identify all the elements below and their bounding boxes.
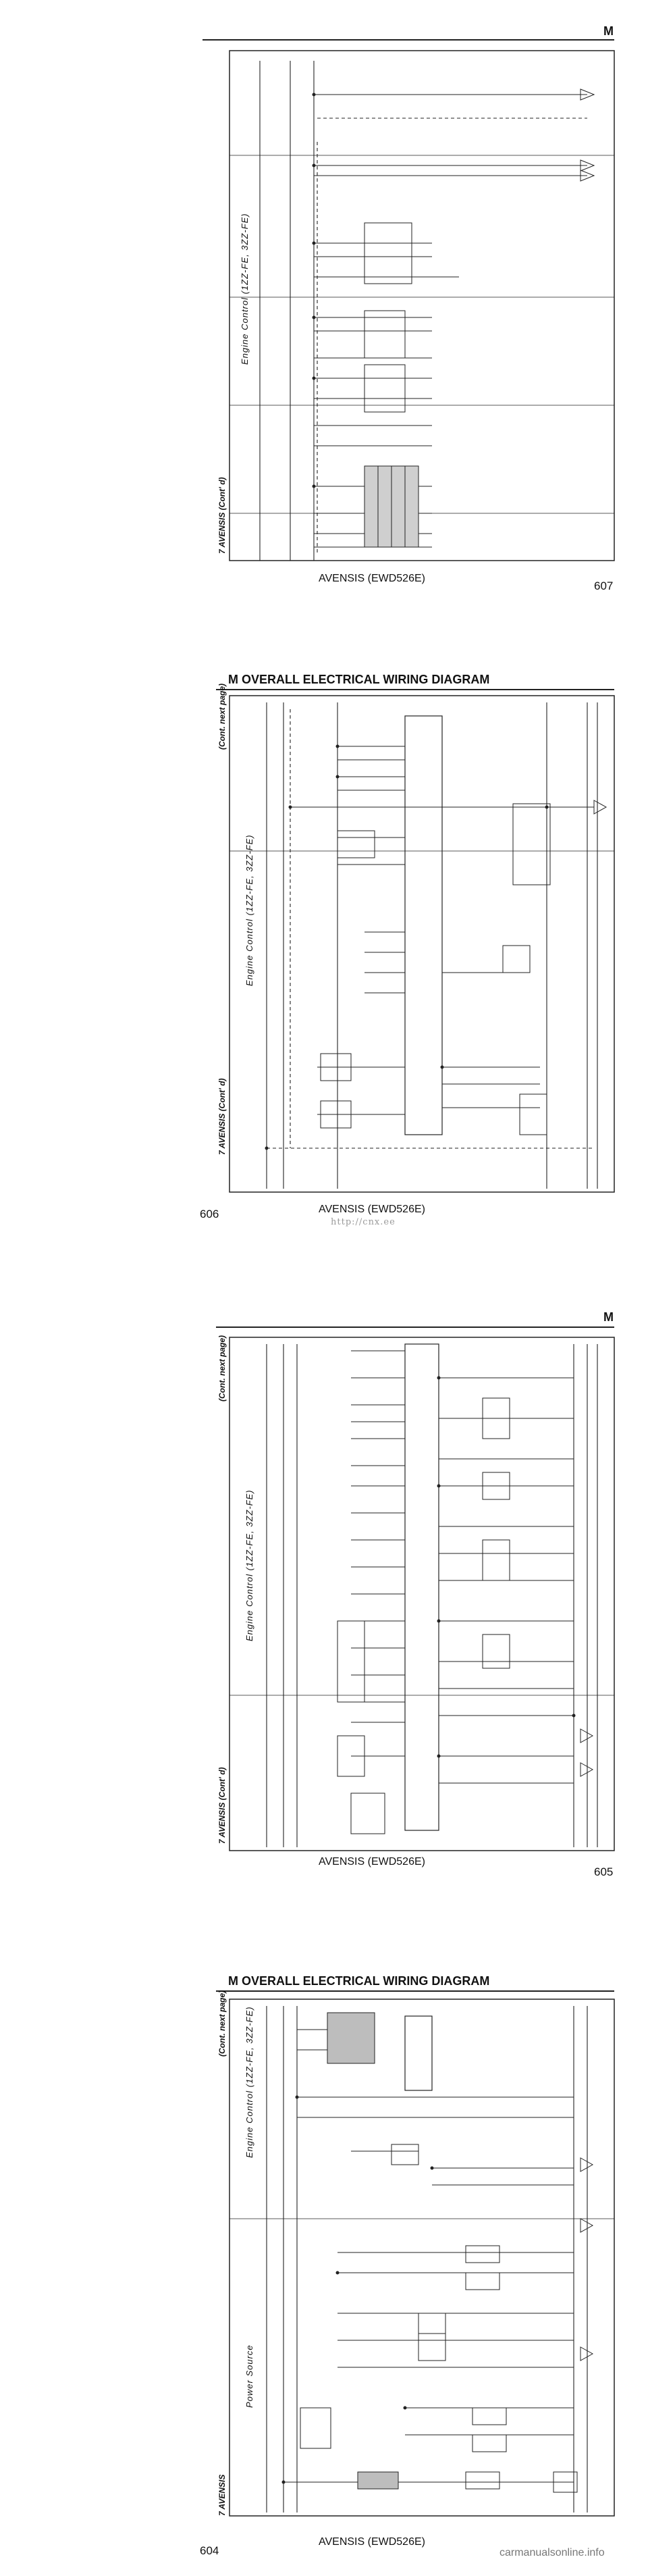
header-rule <box>216 689 614 690</box>
splice-points <box>437 1376 576 1758</box>
splice-points <box>265 744 549 1150</box>
page-marker: M <box>603 1310 614 1324</box>
page-number: 607 <box>594 579 614 592</box>
vertical-buses <box>259 61 318 561</box>
vertical-buses <box>266 2006 588 2513</box>
header-rule <box>216 1990 614 1992</box>
connector-blocks <box>320 803 551 1135</box>
source-watermark: http://cnx.ee <box>331 1217 396 1227</box>
horizontal-wires <box>351 1350 574 1784</box>
diagram-frame <box>229 1337 615 1851</box>
header-rule <box>202 39 614 41</box>
diagram-page-606: M OVERALL ELECTRICAL WIRING DIAGRAM 7 AV… <box>0 635 648 1250</box>
connector-blocks <box>337 1397 510 1834</box>
page-number: 605 <box>594 1865 614 1878</box>
site-watermark: carmanualsonline.info <box>500 2547 605 2558</box>
page-caption: AVENSIS (EWD526E) <box>319 2536 425 2548</box>
page-marker: M <box>603 24 614 38</box>
fuse-boxes <box>300 2144 578 2493</box>
page-caption: AVENSIS (EWD526E) <box>319 573 425 584</box>
vertical-buses <box>266 1344 598 1847</box>
horizontal-wires <box>314 94 587 548</box>
ecm-block <box>404 2015 433 2091</box>
diagram-page-605: M 7 AVENSIS (Cont' d) (Cont. next page) … <box>0 1283 648 1905</box>
ecm-block <box>404 1343 439 1831</box>
page-caption: AVENSIS (EWD526E) <box>319 1856 425 1867</box>
ecm-block <box>404 715 443 1135</box>
page-number: 606 <box>200 1208 219 1220</box>
page-title: M OVERALL ELECTRICAL WIRING DIAGRAM <box>228 1974 490 1988</box>
page-number: 604 <box>200 2544 219 2557</box>
page-caption: AVENSIS (EWD526E) <box>319 1204 425 1215</box>
ground-triangles <box>580 1728 594 1777</box>
horizontal-wires <box>284 2029 574 2483</box>
wiring-diagram-607 <box>229 50 615 561</box>
splice-points <box>312 93 316 488</box>
header-rule <box>216 1326 614 1328</box>
page-title: M OVERALL ELECTRICAL WIRING DIAGRAM <box>228 673 490 686</box>
diagram-frame <box>229 695 615 1193</box>
ground-triangles <box>580 2157 594 2361</box>
relay-block-shaded <box>327 2012 375 2064</box>
diagram-page-607: M 7 AVENSIS (Cont' d) Engine Control (1Z… <box>0 0 648 594</box>
splice-points <box>281 2095 434 2484</box>
vertical-buses <box>266 702 598 1189</box>
horizontal-wires <box>267 746 594 1149</box>
connector-blocks <box>364 222 419 548</box>
ground-triangles <box>580 88 595 182</box>
wiring-diagram-605 <box>229 1337 615 1851</box>
wiring-diagram-604 <box>229 1999 615 2517</box>
diagram-frame <box>229 50 615 561</box>
wiring-diagram-606 <box>229 695 615 1193</box>
diagram-page-604: M OVERALL ELECTRICAL WIRING DIAGRAM 7 AV… <box>0 1935 648 2576</box>
diagram-frame <box>229 1999 615 2517</box>
ground-triangles <box>593 800 608 815</box>
